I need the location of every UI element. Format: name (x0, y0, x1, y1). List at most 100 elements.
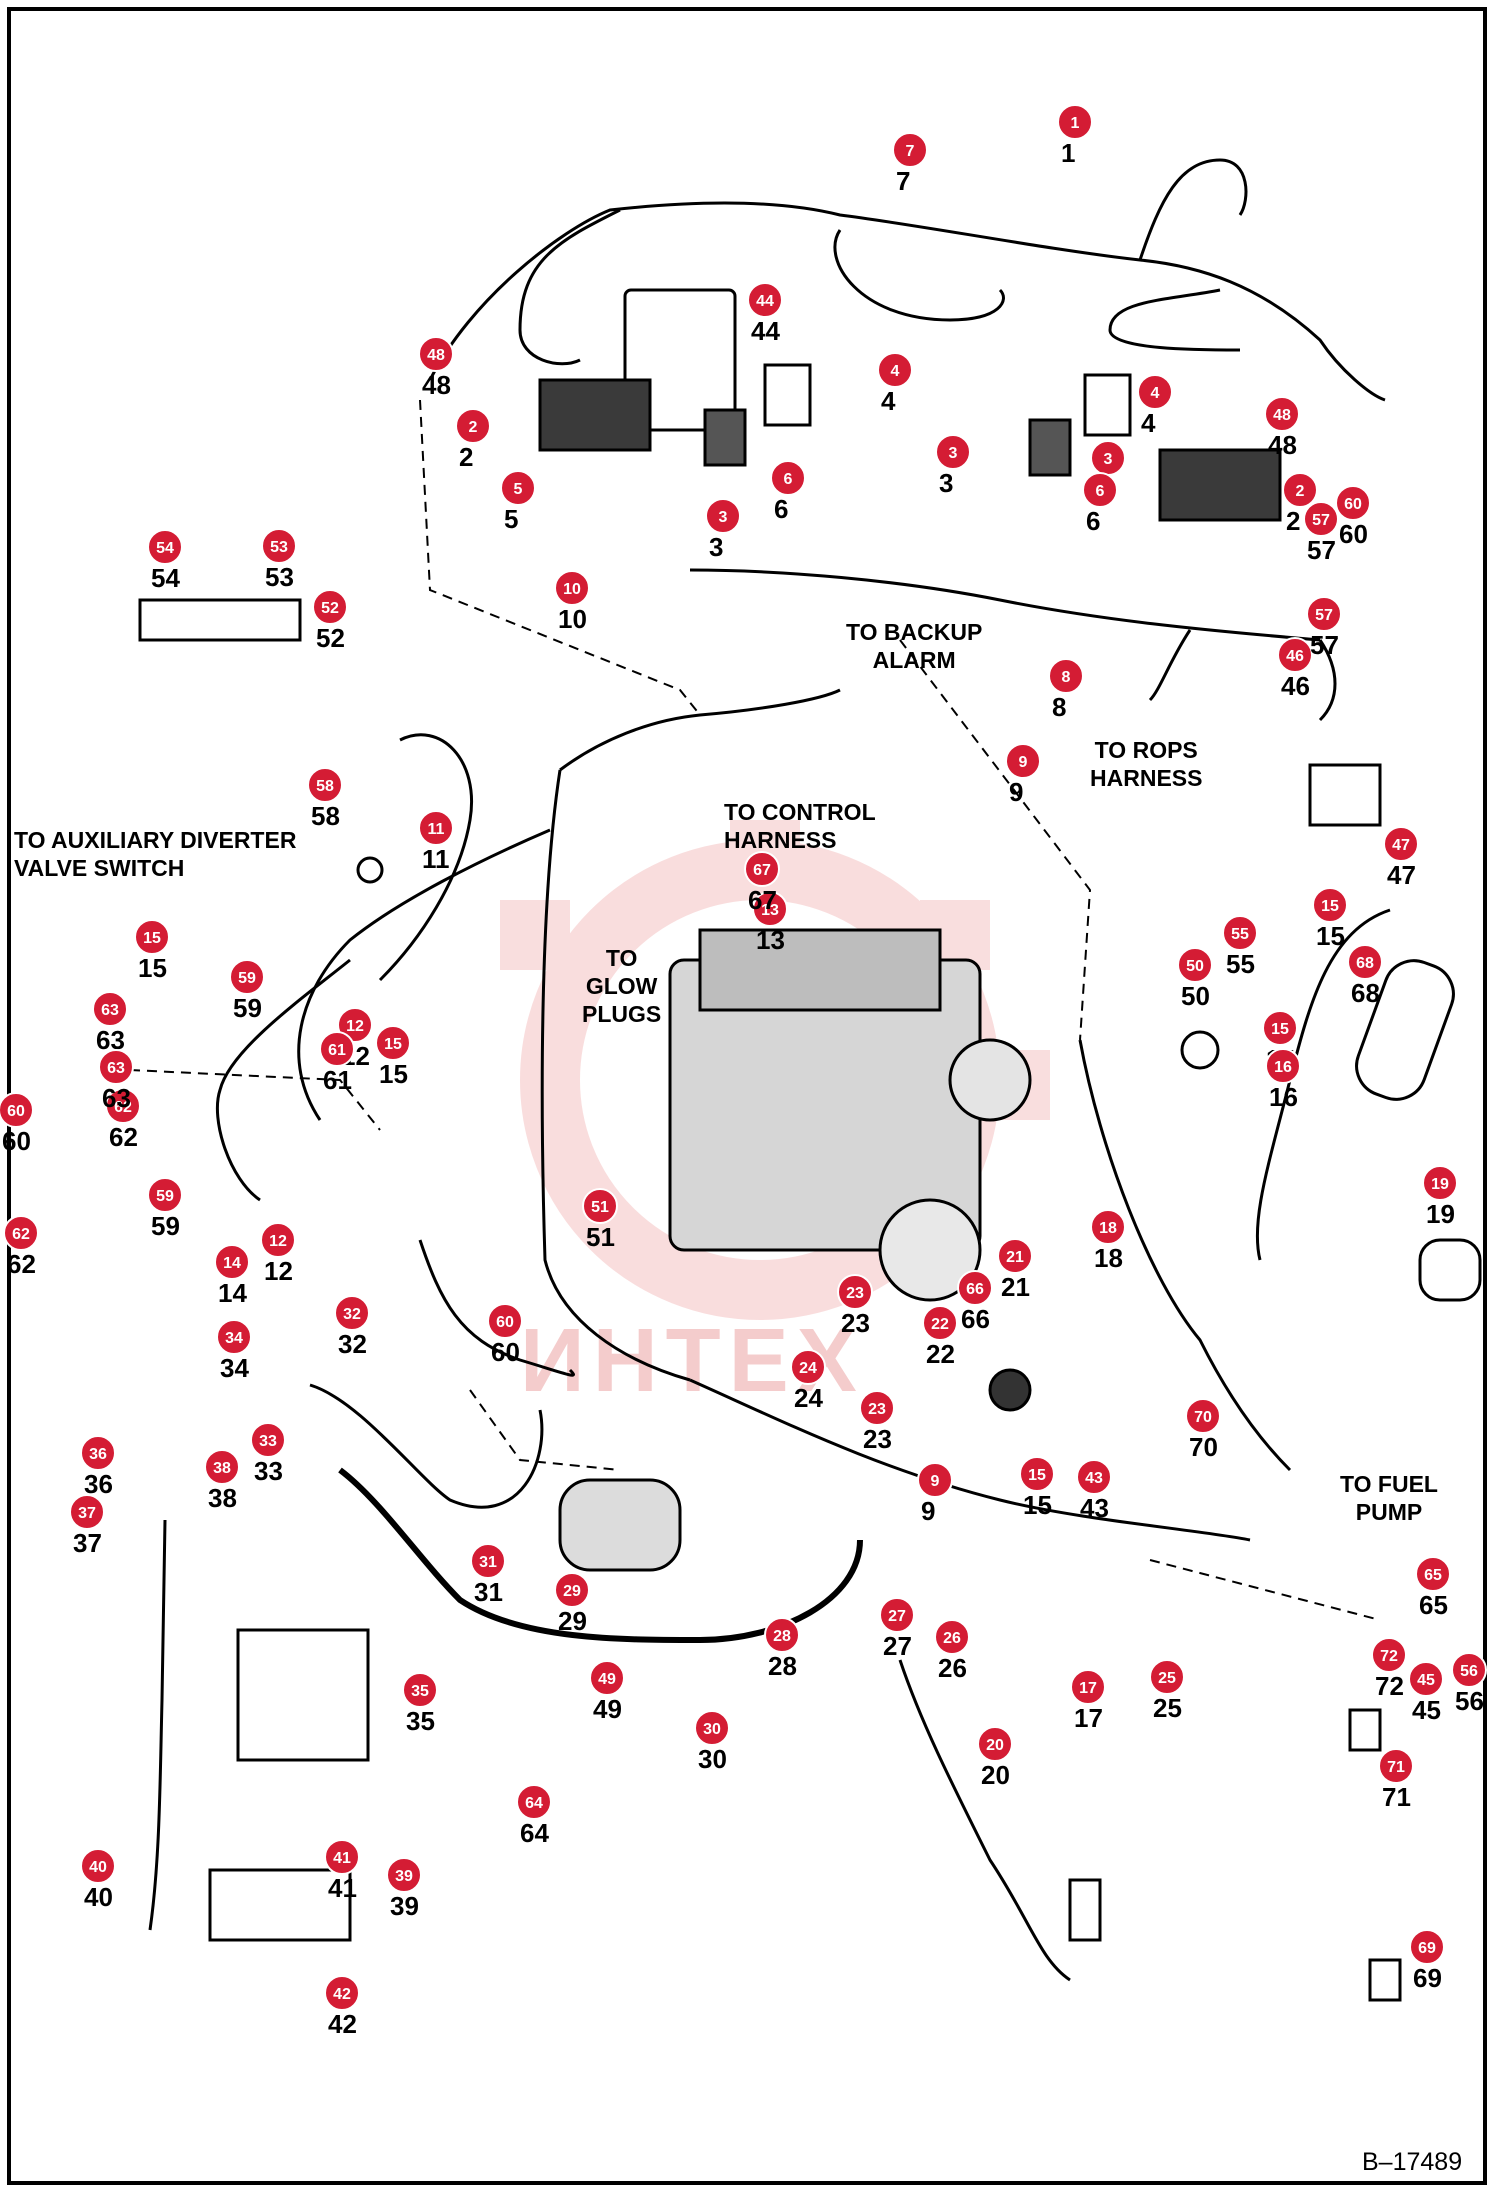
callout-number: 69 (1418, 1940, 1436, 1957)
leader-fuel (1149, 1559, 1381, 1621)
callout-part-number: 23 (841, 1308, 870, 1338)
callout-number: 34 (225, 1330, 243, 1347)
harness-aux-2 (215, 958, 351, 1202)
callout-number: 15 (1271, 1021, 1289, 1038)
callout-part-number: 42 (328, 2009, 357, 2039)
callout-number: 12 (269, 1233, 287, 1250)
callout-number: 32 (343, 1306, 361, 1323)
callout-part-number: 40 (84, 1882, 113, 1912)
callout-part-number: 62 (7, 1249, 36, 1279)
callout-part-number: 29 (558, 1606, 587, 1636)
callout-part-number: 37 (73, 1528, 102, 1558)
callout-number: 21 (1006, 1249, 1024, 1266)
callout-number: 57 (1312, 512, 1330, 529)
callout-number: 25 (1158, 1670, 1176, 1687)
callout-part-number: 16 (1269, 1082, 1298, 1112)
callout-number: 59 (156, 1188, 174, 1205)
callout-number: 71 (1387, 1759, 1405, 1776)
callout-number: 58 (316, 778, 334, 795)
harness-aux-loop (378, 733, 473, 982)
filter-68 (1355, 959, 1455, 1101)
callout-part-number: 15 (379, 1059, 408, 1089)
callout-6: 66 (770, 460, 806, 524)
callout-number: 43 (1085, 1470, 1103, 1487)
harness-20 (898, 1659, 1071, 1982)
label-to-glow-plugs: TO GLOW PLUGS (582, 945, 662, 1027)
callout-number: 4 (891, 363, 900, 380)
callout-number: 56 (1460, 1663, 1478, 1680)
harness-7-loop (518, 208, 621, 366)
callout-part-number: 3 (709, 532, 723, 562)
callout-number: 68 (1356, 955, 1374, 972)
leader-right-engine (899, 639, 1092, 1041)
callout-number: 1 (1071, 115, 1080, 132)
callout-number: 63 (101, 1002, 119, 1019)
callout-9: 99 (917, 1462, 953, 1526)
callout-part-number: 6 (1086, 506, 1100, 536)
label-to-control-harness: TO CONTROL HARNESS (724, 799, 876, 853)
callout-part-number: 59 (151, 1211, 180, 1241)
callout-number: 42 (333, 1986, 351, 2003)
callout-4: 44 (1137, 374, 1173, 438)
callout-number: 3 (719, 509, 728, 526)
callout-part-number: 60 (2, 1126, 31, 1156)
callout-part-number: 66 (961, 1304, 990, 1334)
callout-number: 64 (525, 1795, 543, 1812)
callout-number: 57 (1315, 607, 1333, 624)
callout-number: 11 (428, 821, 445, 838)
callout-part-number: 30 (698, 1744, 727, 1774)
callout-2: 22 (1282, 472, 1318, 536)
callout-part-number: 4 (1141, 408, 1156, 438)
callout-number: 48 (1273, 407, 1291, 424)
callout-part-number: 72 (1375, 1671, 1404, 1701)
callout-part-number: 48 (1268, 430, 1297, 460)
callout-part-number: 15 (1023, 1490, 1052, 1520)
callout-number: 12 (346, 1018, 364, 1035)
connector-20 (1068, 1878, 1102, 1942)
callout-part-number: 11 (422, 844, 450, 874)
callout-number: 4 (1151, 385, 1160, 402)
callout-part-number: 41 (328, 1873, 357, 1903)
leader-harness-engine (419, 399, 701, 716)
callout-part-number: 8 (1052, 692, 1066, 722)
callout-number: 14 (223, 1255, 241, 1272)
harness-7-branch-left (833, 229, 1005, 322)
harness-7-branch-right (1108, 288, 1241, 352)
callout-part-number: 56 (1455, 1686, 1484, 1716)
callout-8: 88 (1048, 658, 1084, 722)
callout-number: 62 (12, 1226, 30, 1243)
callout-number: 66 (966, 1281, 984, 1298)
callout-part-number: 55 (1226, 949, 1255, 979)
callout-part-number: 28 (768, 1651, 797, 1681)
battery-35 (236, 1628, 370, 1762)
callout-number: 2 (469, 419, 478, 436)
battery-tray-39 (208, 1868, 352, 1942)
callout-part-number: 2 (459, 442, 473, 472)
callout-part-number: 2 (1286, 506, 1300, 536)
callout-number: 55 (1231, 926, 1249, 943)
callout-number: 35 (411, 1683, 429, 1700)
